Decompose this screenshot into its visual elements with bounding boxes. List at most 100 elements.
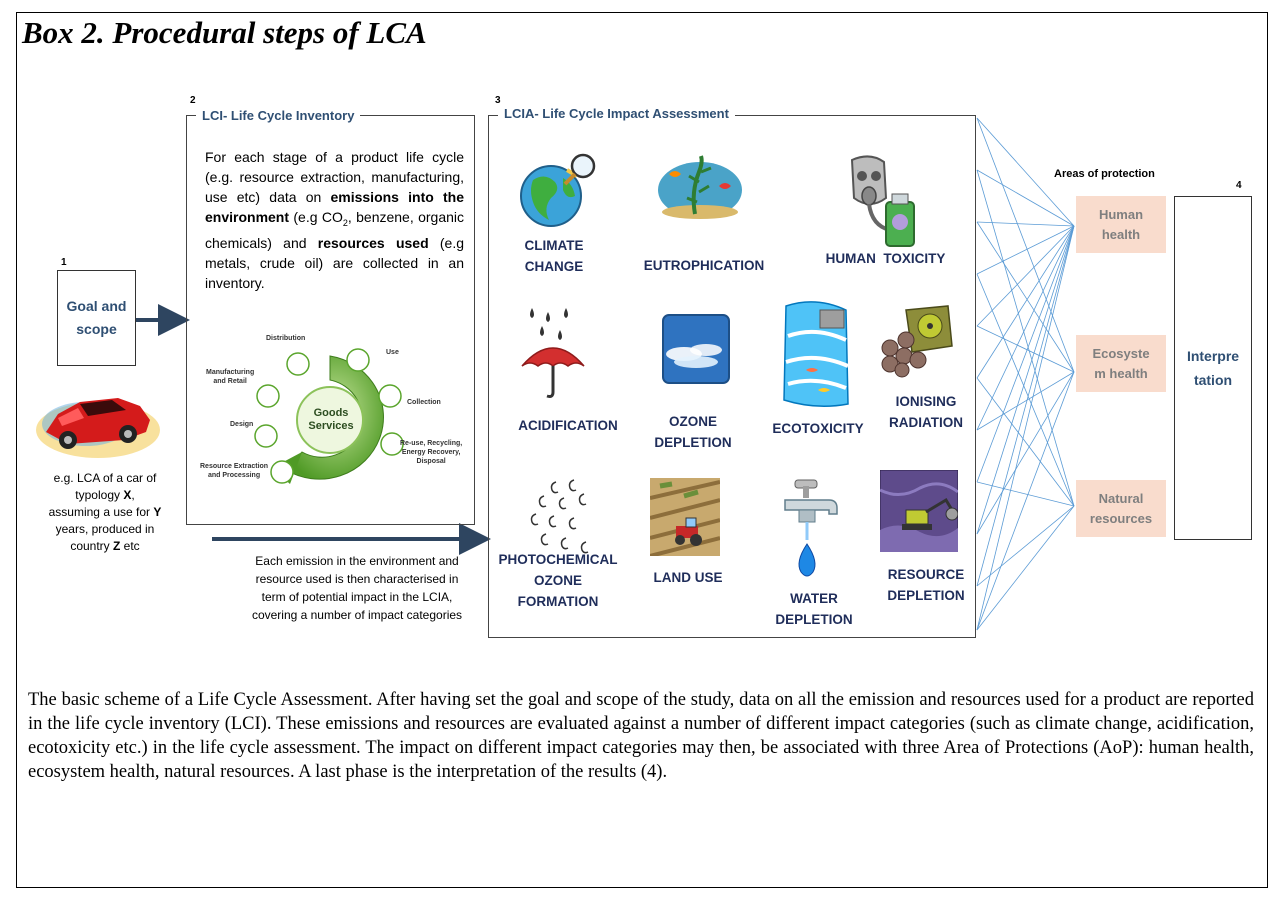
wheel-center-line1: Goods	[313, 407, 349, 419]
category-photochem-line3: FORMATION	[517, 594, 599, 609]
emission-note-line4: covering a number of impact categories	[251, 608, 463, 622]
step-number-4: 4	[1236, 180, 1242, 191]
red-car-illustration	[36, 398, 160, 458]
characterisation-note: Each emission in the environment and res…	[232, 552, 482, 624]
gas-mask-icon	[850, 155, 915, 247]
stage-design: Design	[230, 421, 254, 428]
category-water-line2: DEPLETION	[775, 612, 853, 627]
stage-reuse-line2: Energy Recovery,	[401, 449, 461, 456]
lci-title: LCI- Life Cycle Inventory	[196, 108, 361, 123]
category-ozone-line1: OZONE	[668, 414, 717, 429]
stage-manufacturing-line2: and Retail	[213, 378, 247, 385]
acid-rain-umbrella-icon	[521, 308, 585, 398]
car-note-line2c: ,	[131, 488, 135, 502]
radioactive-barrel-icon	[881, 305, 953, 378]
aop-natural-resources: Natural resources	[1076, 480, 1166, 537]
category-land-use: LAND USE	[653, 570, 723, 585]
car-note-line2a: typology	[75, 488, 124, 502]
stage-manufacturing-line1: Manufacturing	[206, 369, 255, 376]
category-photochemical-ozone-formation: PHOTOCHEMICAL OZONE FORMATION	[494, 549, 622, 612]
polluted-water-icon	[783, 301, 849, 407]
category-photochem-line1: PHOTOCHEMICAL	[498, 552, 618, 567]
stage-reuse-line1: Re-use, Recycling,	[400, 440, 463, 447]
globe-magnifier-icon	[520, 153, 596, 227]
smog-molecules-icon	[530, 479, 589, 554]
category-water-line1: WATER	[790, 591, 838, 606]
car-note-line5a: country	[70, 539, 113, 553]
category-eutrophication: EUTROPHICATION	[643, 258, 765, 273]
water-tap-icon	[784, 479, 838, 577]
lci-text-part4: (e.g metals, crude oil) are collected in…	[205, 234, 464, 291]
stage-distribution: Distribution	[266, 335, 306, 342]
aop-natural-line2: resources	[1089, 510, 1153, 526]
category-resource-line1: RESOURCE	[887, 567, 965, 582]
interpretation-box: Interpre tation	[1174, 196, 1252, 540]
stage-extraction-line2: and Processing	[207, 472, 261, 479]
category-acidification: ACIDIFICATION	[518, 418, 618, 433]
goal-label-line2: scope	[76, 321, 117, 337]
mining-excavator-icon	[880, 470, 958, 552]
car-note-years: Y	[153, 505, 162, 519]
category-human-toxicity: HUMAN TOXICITY	[825, 251, 946, 266]
category-ozone-line2: DEPLETION	[654, 435, 732, 450]
goal-label-line1: Goal and	[66, 298, 127, 314]
category-resource-line2: DEPLETION	[887, 588, 965, 603]
lci-text-subscript: 2	[342, 217, 348, 228]
aop-eco-line2: m health	[1094, 365, 1148, 381]
aop-ecosystem-health: Ecosyste m health	[1076, 335, 1166, 392]
stage-manufacturing: Manufacturing and Retail	[206, 368, 254, 386]
car-note-line4: years, produced in	[55, 522, 155, 536]
emission-note-line1: Each emission in the environment and	[255, 554, 459, 568]
step-number-1: 1	[61, 257, 67, 268]
lci-text-part1: For each stage of a product life cycle (…	[205, 149, 464, 205]
stage-reuse-recycling: Re-use, Recycling, Energy Recovery, Dispos…	[400, 439, 462, 466]
car-note-typology: X	[123, 488, 132, 502]
category-climate-change: CLIMATE CHANGE	[514, 235, 594, 277]
lci-text-resources: resources used	[317, 234, 429, 251]
areas-of-protection-header: Areas of protection	[1054, 168, 1155, 180]
aop-human-line2: health	[1101, 226, 1141, 242]
aquatic-algae-icon	[658, 155, 742, 219]
box-frame	[16, 12, 1268, 888]
category-climate-line1: CLIMATE	[524, 238, 584, 253]
stage-extraction-line1: Resource Extraction	[200, 463, 269, 470]
stage-reuse-line3: Disposal	[416, 458, 446, 465]
car-note-line1: e.g. LCA of a car of	[53, 471, 157, 485]
box-title: Box 2. Procedural steps of LCA	[22, 15, 427, 50]
lci-text-emissions: emissions into the environment	[205, 189, 464, 225]
category-resource-depletion: RESOURCE DEPLETION	[876, 564, 976, 606]
lci-text-part2: (e.g CO	[289, 209, 343, 225]
category-climate-line2: CHANGE	[524, 259, 584, 274]
lci-description: For each stage of a product life cycle (…	[205, 147, 464, 293]
lci-text-part3: , benzene, organic chemicals) and	[205, 209, 464, 251]
aop-human-health: Human health	[1076, 196, 1166, 253]
category-ozone-depletion: OZONE DEPLETION	[648, 411, 738, 453]
aop-eco-line1: Ecosyste	[1092, 345, 1150, 361]
stage-collection: Collection	[407, 399, 441, 406]
stage-resource-extraction: Resource Extraction and Processing	[200, 462, 268, 480]
car-note-line5c: etc	[120, 539, 140, 553]
category-photochem-line2: OZONE	[533, 573, 582, 588]
wheel-center-line2: Services	[308, 420, 354, 432]
interpretation-line1: Interpre	[1186, 348, 1240, 364]
emission-note-line2: resource used is then characterised in	[255, 572, 459, 586]
category-water-depletion: WATER DEPLETION	[766, 588, 862, 630]
category-ionising-radiation: IONISING RADIATION	[874, 391, 978, 433]
farmland-tractor-icon	[650, 478, 720, 556]
step-number-2: 2	[190, 95, 196, 106]
aop-natural-line1: Natural	[1098, 490, 1144, 506]
lcia-title: LCIA- Life Cycle Impact Assessment	[498, 106, 735, 121]
goal-and-scope-box: Goal and scope	[57, 270, 136, 366]
category-ionising-line1: IONISING	[895, 394, 957, 409]
blue-sky-icon	[662, 314, 730, 384]
category-ecotoxicity: ECOTOXICITY	[772, 421, 864, 436]
stage-use: Use	[386, 349, 399, 356]
car-note-line3a: assuming a use for	[48, 505, 154, 519]
car-example-note: e.g. LCA of a car of typology X, assumin…	[40, 470, 170, 555]
interpretation-line2: tation	[1193, 372, 1233, 388]
category-ionising-line2: RADIATION	[889, 415, 963, 430]
aop-human-line1: Human	[1098, 206, 1144, 222]
lifecycle-wheel	[254, 348, 404, 484]
